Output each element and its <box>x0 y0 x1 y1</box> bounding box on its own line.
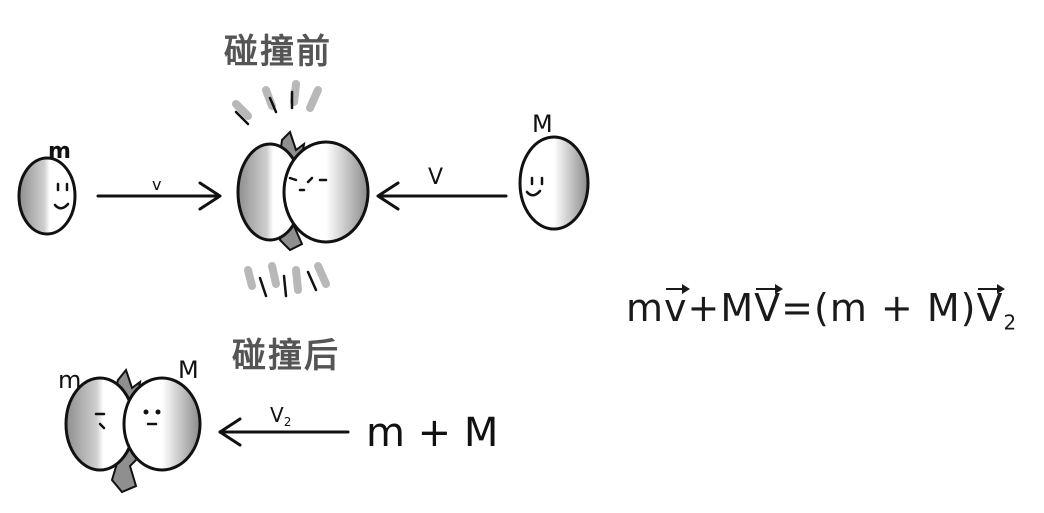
eq-V-vector: V <box>754 284 784 330</box>
eq-V2-vector: V <box>976 284 1006 330</box>
velocity-arrow-v <box>96 181 222 211</box>
before-collision-heading: 碰撞前 <box>224 32 332 72</box>
burst-lines-bottom <box>244 262 330 294</box>
momentum-equation: mv+MV=(m + M)V2 <box>626 284 1018 335</box>
velocity-arrow-V2 <box>218 417 350 447</box>
big-ball-before <box>518 135 590 231</box>
velocity-label-V2: V2 <box>270 403 291 429</box>
merged-balls-after <box>64 367 202 494</box>
colliding-balls <box>236 130 370 252</box>
big-ball-label-after: M <box>178 356 199 384</box>
velocity-label-v: v <box>152 175 161 194</box>
eq-m: m <box>626 286 665 330</box>
eq-combined: (m + M) <box>814 286 977 330</box>
velocity-label-V: V <box>428 165 443 190</box>
small-ball-label-before: m <box>48 139 71 164</box>
small-ball-before <box>17 156 77 236</box>
eq-equals: = <box>781 286 815 330</box>
eq-V2-subscript: 2 <box>1003 310 1018 335</box>
after-collision-heading: 碰撞后 <box>232 336 340 376</box>
eq-plus: + <box>687 286 721 330</box>
big-ball-label-before: M <box>532 110 553 138</box>
burst-lines-bottom-ink <box>258 270 318 298</box>
velocity-arrow-V <box>376 181 508 211</box>
burst-lines-top-ink <box>234 90 294 126</box>
eq-M: M <box>720 286 755 330</box>
combined-mass-label: m + M <box>366 410 498 456</box>
eq-v-vector: v <box>664 284 689 330</box>
small-ball-label-after: m <box>58 366 81 394</box>
